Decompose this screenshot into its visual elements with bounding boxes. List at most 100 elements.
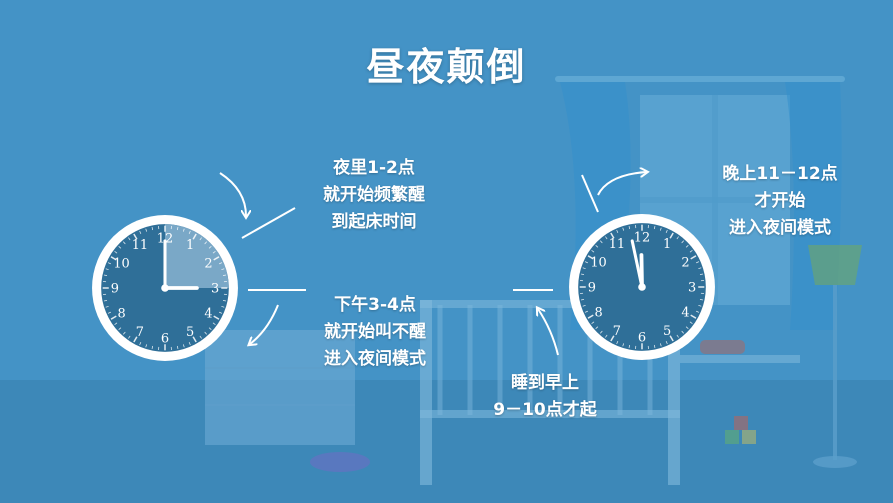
clock-left-ticks [102, 225, 228, 351]
clock-number: 7 [136, 325, 144, 340]
clock-tick [600, 330, 603, 334]
clock-tick [698, 304, 702, 307]
clock-number: 9 [111, 282, 119, 297]
clock-tick [212, 251, 216, 254]
clock-number: 1 [663, 237, 671, 252]
clock-tick [580, 273, 585, 276]
clock-tick [595, 245, 599, 248]
clock-tick [151, 345, 154, 350]
clock-tick [628, 225, 631, 230]
clock-tick [669, 232, 674, 239]
clock-tick [699, 273, 704, 276]
clock-tick [188, 342, 191, 346]
clock-number: 12 [157, 231, 173, 246]
clock-tick [698, 267, 702, 270]
clock-tick [105, 268, 109, 271]
floor-pillow [310, 452, 370, 472]
dresser [205, 330, 355, 445]
clock-tick [151, 226, 154, 231]
clock-tick [118, 246, 122, 249]
clock-tick [665, 229, 668, 233]
clock-tick [103, 299, 108, 302]
caption-line: 进入夜间模式 [729, 218, 831, 238]
clock-tick [219, 311, 223, 314]
clock-tick [622, 343, 625, 347]
clock-number: 10 [590, 255, 606, 270]
caption-evening-start: 晚上11－12点 才开始 进入夜间模式 [695, 161, 865, 242]
clock-tick [114, 251, 118, 254]
clock-tick [690, 314, 697, 319]
clock-tick [669, 335, 674, 342]
clock-tick [659, 343, 662, 347]
clock-tick [128, 335, 131, 339]
clock-right-minute-hand [630, 239, 644, 289]
caption-line: 夜里1-2点 [333, 158, 415, 178]
clock-tick [123, 331, 126, 335]
clock-tick [128, 237, 131, 241]
clock-tick [107, 262, 111, 265]
clock-tick [685, 326, 689, 329]
clock-number: 5 [186, 325, 194, 340]
clock-tick [213, 256, 220, 261]
clock-tick [139, 342, 142, 346]
clock-tick [204, 331, 207, 335]
clock-tick [622, 227, 625, 231]
clock-number: 10 [113, 256, 129, 271]
clock-tick [208, 327, 212, 330]
clock-number: 2 [204, 256, 212, 271]
clock-tick [696, 310, 700, 313]
clock-tick [595, 326, 599, 329]
clock-tick [689, 250, 693, 253]
clock-tick [676, 334, 679, 338]
clock-tick [118, 327, 122, 330]
clock-right-ticks [579, 224, 705, 350]
caption-morning-sleep: 睡到早上 9－10点才起 [475, 370, 615, 424]
arrow-night-icon [219, 172, 246, 216]
clock-tick [582, 304, 586, 307]
clock-tick [219, 262, 223, 265]
caption-night-wake: 夜里1-2点 就开始频繁醒 到起床时间 [304, 155, 444, 236]
clock-tick [176, 226, 179, 231]
clock-tick [107, 311, 111, 314]
clock-tick [591, 250, 595, 253]
clock-tick [584, 261, 588, 264]
clock-tick [587, 314, 594, 319]
arrow-morning-icon [538, 309, 559, 356]
clock-number: 9 [588, 281, 596, 296]
clock-tick [110, 256, 117, 261]
clock-number: 8 [117, 307, 125, 322]
clock-tick [681, 330, 684, 334]
clock-tick [182, 228, 185, 232]
clock-tick [610, 232, 615, 239]
clock-tick [610, 335, 615, 342]
clock-tick [208, 246, 212, 249]
connector-line-evening [581, 174, 599, 213]
clock-tick [676, 236, 679, 240]
caption-afternoon-sleep: 下午3-4点 就开始叫不醒 进入夜间模式 [300, 292, 450, 373]
clock-tick [139, 230, 142, 234]
clock-number: 12 [634, 230, 650, 245]
clock-number: 7 [613, 324, 621, 339]
toy-car [700, 340, 745, 354]
caption-line: 到起床时间 [331, 212, 417, 232]
clock-tick [176, 345, 179, 350]
clock-tick [221, 305, 225, 308]
caption-line: 下午3-4点 [334, 295, 416, 315]
clock-tick [689, 321, 693, 324]
clock-left-center [161, 284, 169, 292]
clock-tick [659, 227, 662, 231]
arrow-evening-icon [597, 172, 646, 196]
clock-tick [582, 267, 586, 270]
clock-tick [110, 315, 117, 320]
toy-block [725, 430, 739, 444]
clock-number: 4 [204, 307, 212, 322]
lamp-shade [808, 245, 862, 285]
clock-tick [605, 334, 608, 338]
clock-tick [600, 240, 603, 244]
clock-tick [696, 261, 700, 264]
clock-tick [199, 237, 202, 241]
